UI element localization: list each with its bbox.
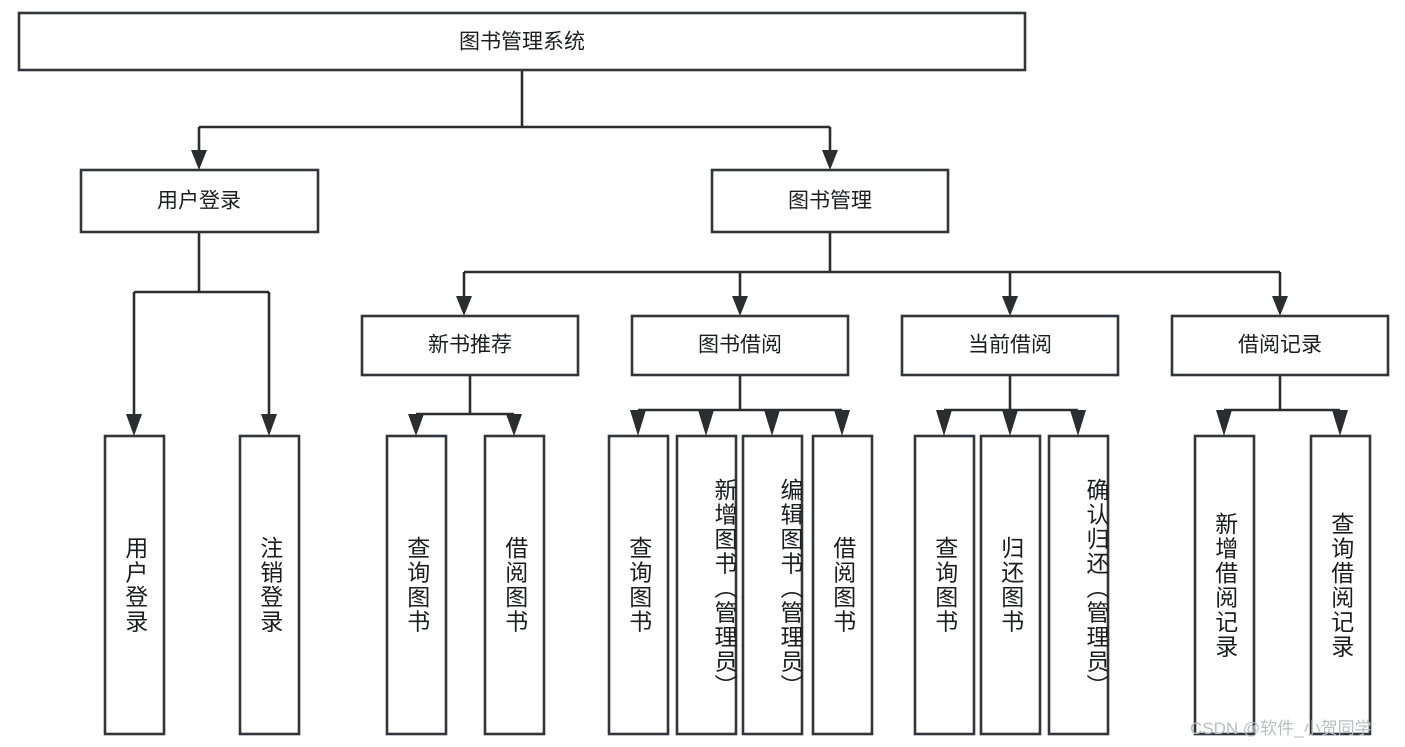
node-book-borrow-label: 图书借阅	[698, 334, 782, 357]
arrowhead-book-borrow	[732, 296, 748, 316]
node-new-book-recommend[interactable]: 新书推荐	[360, 314, 580, 377]
watermark: CSDN @软件_小贺同学	[1190, 719, 1372, 738]
leaf-node-cb-query-book-box	[913, 434, 976, 736]
leaf-node-nb-query-book-box	[385, 434, 448, 736]
leaf-label-bb-edit-book: 编辑图书（管理员）	[777, 478, 803, 699]
arrowhead-br-leaf-2	[1332, 410, 1348, 436]
leaf-label-cb-query-book: 查询图书	[931, 536, 958, 634]
arrowhead-user-login	[191, 150, 207, 170]
node-borrow-record[interactable]: 借阅记录	[1170, 314, 1390, 377]
connector-group-book-manage	[456, 232, 1288, 316]
leaf-node-br-query-record-box	[1309, 434, 1372, 736]
leaf-label-br-add-record: 新增借阅记录	[1211, 511, 1238, 659]
leaf-label-br-query-record: 查询借阅记录	[1327, 511, 1354, 659]
leaf-node-bb-query-book-box	[607, 434, 670, 736]
node-borrow-record-box	[1170, 314, 1390, 377]
leaf-node-bb-edit-book-box	[741, 434, 804, 736]
node-current-borrow-label: 当前借阅	[968, 334, 1052, 357]
leaf-node-bb-add-book-box	[675, 434, 738, 736]
leaf-node-logout-box	[238, 434, 301, 736]
leaf-node-br-add-record-box	[1193, 434, 1256, 736]
leaf-node-bb-add-book[interactable]	[675, 434, 738, 736]
arrowhead-bb-leaf-2	[698, 410, 714, 436]
leaf-node-bb-borrow-book[interactable]	[811, 434, 874, 736]
leaf-node-cb-return-book-box	[979, 434, 1042, 736]
leaf-node-user-login[interactable]	[103, 434, 166, 736]
node-new-book-recommend-label: 新书推荐	[428, 334, 512, 357]
leaf-label-logout: 注销登录	[256, 536, 283, 634]
node-book-borrow-box	[630, 314, 850, 377]
leaf-label-bb-add-book: 新增图书（管理员）	[711, 478, 737, 699]
leaf-label-nb-borrow-book: 借阅图书	[501, 536, 528, 634]
node-root-system-label: 图书管理系统	[459, 31, 585, 54]
node-root-system[interactable]: 图书管理系统	[17, 11, 1027, 72]
arrowhead-nb-leaf-2	[506, 414, 522, 436]
node-borrow-record-label: 借阅记录	[1238, 334, 1322, 357]
leaf-node-br-add-record[interactable]	[1193, 434, 1256, 736]
leaf-label-bb-borrow-book: 借阅图书	[829, 536, 856, 634]
connector-group-new-book	[408, 375, 522, 436]
node-user-login-label: 用户登录	[157, 190, 241, 213]
leaf-node-bb-borrow-book-box	[811, 434, 874, 736]
connector-group-book-borrow	[630, 375, 850, 436]
connector-group-root	[191, 70, 838, 170]
leaf-label-cb-return-book: 归还图书	[997, 536, 1024, 634]
leaf-node-user-login-box	[103, 434, 166, 736]
arrowhead-borrow-record	[1272, 296, 1288, 316]
arrowhead-bb-leaf-3	[764, 410, 780, 436]
leaf-node-bb-query-book[interactable]	[607, 434, 670, 736]
arrowhead-new-book	[456, 296, 472, 316]
node-book-borrow[interactable]: 图书借阅	[630, 314, 850, 377]
node-root-system-box	[17, 11, 1027, 72]
leaf-node-cb-confirm-return[interactable]	[1047, 434, 1110, 736]
leaf-label-user-login: 用户登录	[121, 536, 148, 634]
leaf-node-cb-confirm-return-box	[1047, 434, 1110, 736]
node-current-borrow[interactable]: 当前借阅	[900, 314, 1120, 377]
arrowhead-current-borrow	[1002, 296, 1018, 316]
arrowhead-book-manage	[822, 150, 838, 170]
leaf-label-bb-query-book: 查询图书	[625, 536, 652, 634]
arrowhead-cb-leaf-1	[936, 410, 952, 436]
leaf-node-bb-edit-book[interactable]	[741, 434, 804, 736]
leaf-label-cb-confirm-return: 确认归还（管理员）	[1083, 478, 1109, 699]
leaf-node-cb-query-book[interactable]	[913, 434, 976, 736]
leaf-node-nb-borrow-book[interactable]	[483, 434, 546, 736]
node-book-manage-box	[710, 168, 950, 234]
arrowhead-nb-leaf-1	[408, 414, 424, 436]
arrowhead-br-leaf-1	[1216, 410, 1232, 436]
arrowhead-bb-leaf-1	[630, 410, 646, 436]
connector-group-current-borrow	[936, 375, 1086, 436]
arrowhead-leaf-logout	[261, 414, 277, 436]
node-book-manage-label: 图书管理	[788, 190, 872, 213]
leaf-node-br-query-record[interactable]	[1309, 434, 1372, 736]
arrowhead-bb-leaf-4	[834, 410, 850, 436]
connector-group-user-login	[126, 232, 277, 436]
node-new-book-recommend-box	[360, 314, 580, 377]
node-user-login[interactable]: 用户登录	[79, 168, 320, 234]
leaf-label-nb-query-book: 查询图书	[403, 536, 430, 634]
leaf-node-nb-query-book[interactable]	[385, 434, 448, 736]
node-current-borrow-box	[900, 314, 1120, 377]
arrowhead-cb-leaf-3	[1070, 410, 1086, 436]
leaf-node-logout[interactable]	[238, 434, 301, 736]
node-book-manage[interactable]: 图书管理	[710, 168, 950, 234]
arrowhead-leaf-user-login	[126, 414, 142, 436]
arrowhead-cb-leaf-2	[1002, 410, 1018, 436]
node-user-login-box	[79, 168, 320, 234]
leaf-node-nb-borrow-book-box	[483, 434, 546, 736]
leaf-node-cb-return-book[interactable]	[979, 434, 1042, 736]
connector-group-borrow-record	[1216, 375, 1348, 436]
